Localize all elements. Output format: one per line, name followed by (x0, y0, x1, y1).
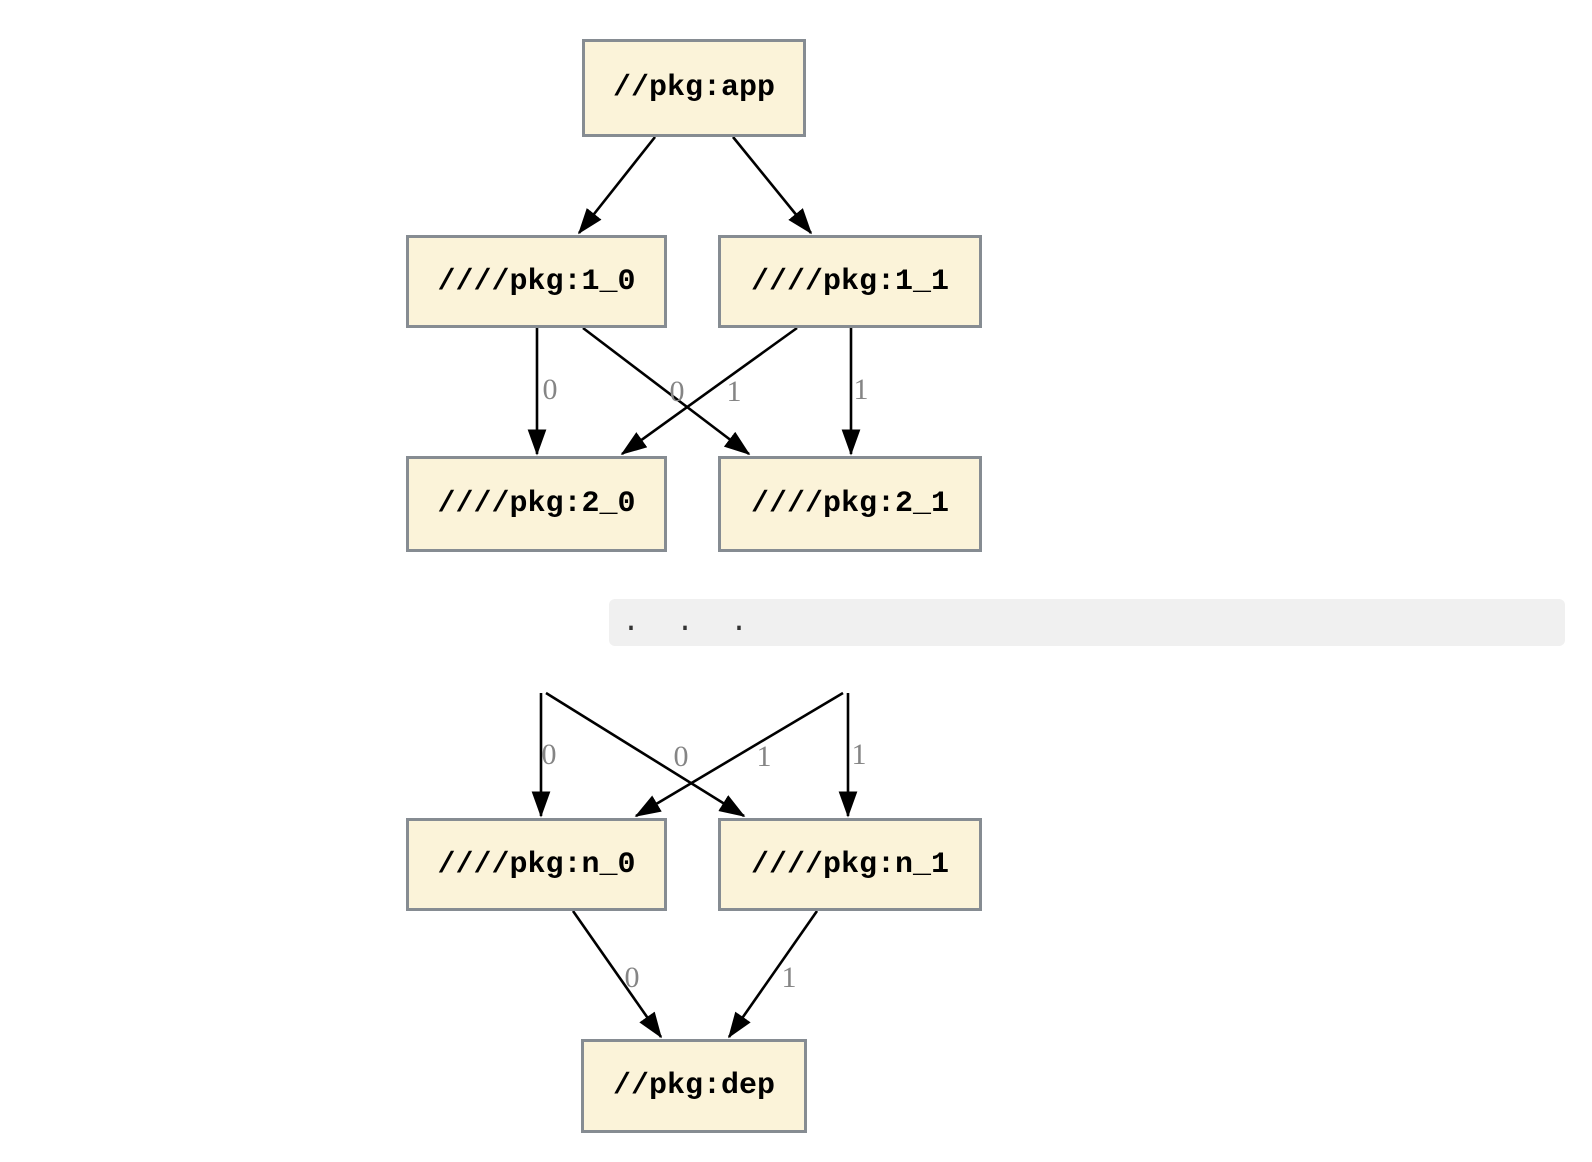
edge-label-hidden-to-n_1: 1 (852, 738, 867, 771)
edge-label-n_1-to-dep: 1 (782, 961, 797, 994)
node-label-n_1: ////pkg:n_1 (750, 847, 950, 882)
node-n_0: ////pkg:n_0 (406, 818, 667, 911)
node-dep: //pkg:dep (581, 1039, 807, 1133)
edge-label-1_1-to-2_0: 1 (727, 375, 742, 408)
edge-n_0-to-dep (571, 910, 663, 1039)
edge-n_1-to-dep (727, 910, 819, 1039)
edge-label-hidden-to-n_1-cross: 0 (674, 740, 689, 773)
ellipsis-separator: . . . (609, 599, 1565, 646)
node-label-1_0: ////pkg:1_0 (437, 264, 636, 299)
node-2_0: ////pkg:2_0 (406, 456, 667, 552)
edge-labels: 0 0 1 1 0 0 1 1 0 1 (542, 373, 869, 994)
node-1_0: ////pkg:1_0 (406, 235, 667, 328)
edge-hidden-to-n_0-cross (634, 691, 844, 818)
edge-1_1-to-2_0 (620, 326, 798, 456)
edge-label-hidden-to-n_0-cross: 1 (757, 740, 772, 773)
edge-label-hidden-to-n_0: 0 (542, 738, 557, 771)
node-n_1: ////pkg:n_1 (718, 818, 982, 911)
edge-app-to-1_0 (577, 136, 657, 235)
edge-label-n_0-to-dep: 0 (625, 961, 640, 994)
node-2_1: ////pkg:2_1 (718, 456, 982, 552)
edge-1_0-to-2_1 (582, 326, 751, 456)
edge-label-1_0-to-2_0: 0 (543, 373, 558, 406)
edge-label-1_1-to-2_1: 1 (854, 373, 869, 406)
node-label-2_0: ////pkg:2_0 (437, 487, 636, 521)
node-label-n_0: ////pkg:n_0 (437, 847, 636, 882)
edge-label-1_0-to-2_1: 0 (670, 375, 685, 408)
node-label-dep: //pkg:dep (612, 1069, 776, 1103)
edge-hidden-to-n_1-cross (545, 691, 746, 818)
node-label-1_1: ////pkg:1_1 (750, 264, 950, 299)
edge-lines (527, 136, 861, 1039)
node-app: //pkg:app (582, 39, 806, 137)
node-1_1: ////pkg:1_1 (718, 235, 982, 328)
edge-app-to-1_1 (731, 136, 813, 235)
ellipsis-text: . . . (622, 605, 749, 640)
node-label-2_1: ////pkg:2_1 (750, 487, 950, 521)
node-label-app: //pkg:app (612, 71, 776, 105)
